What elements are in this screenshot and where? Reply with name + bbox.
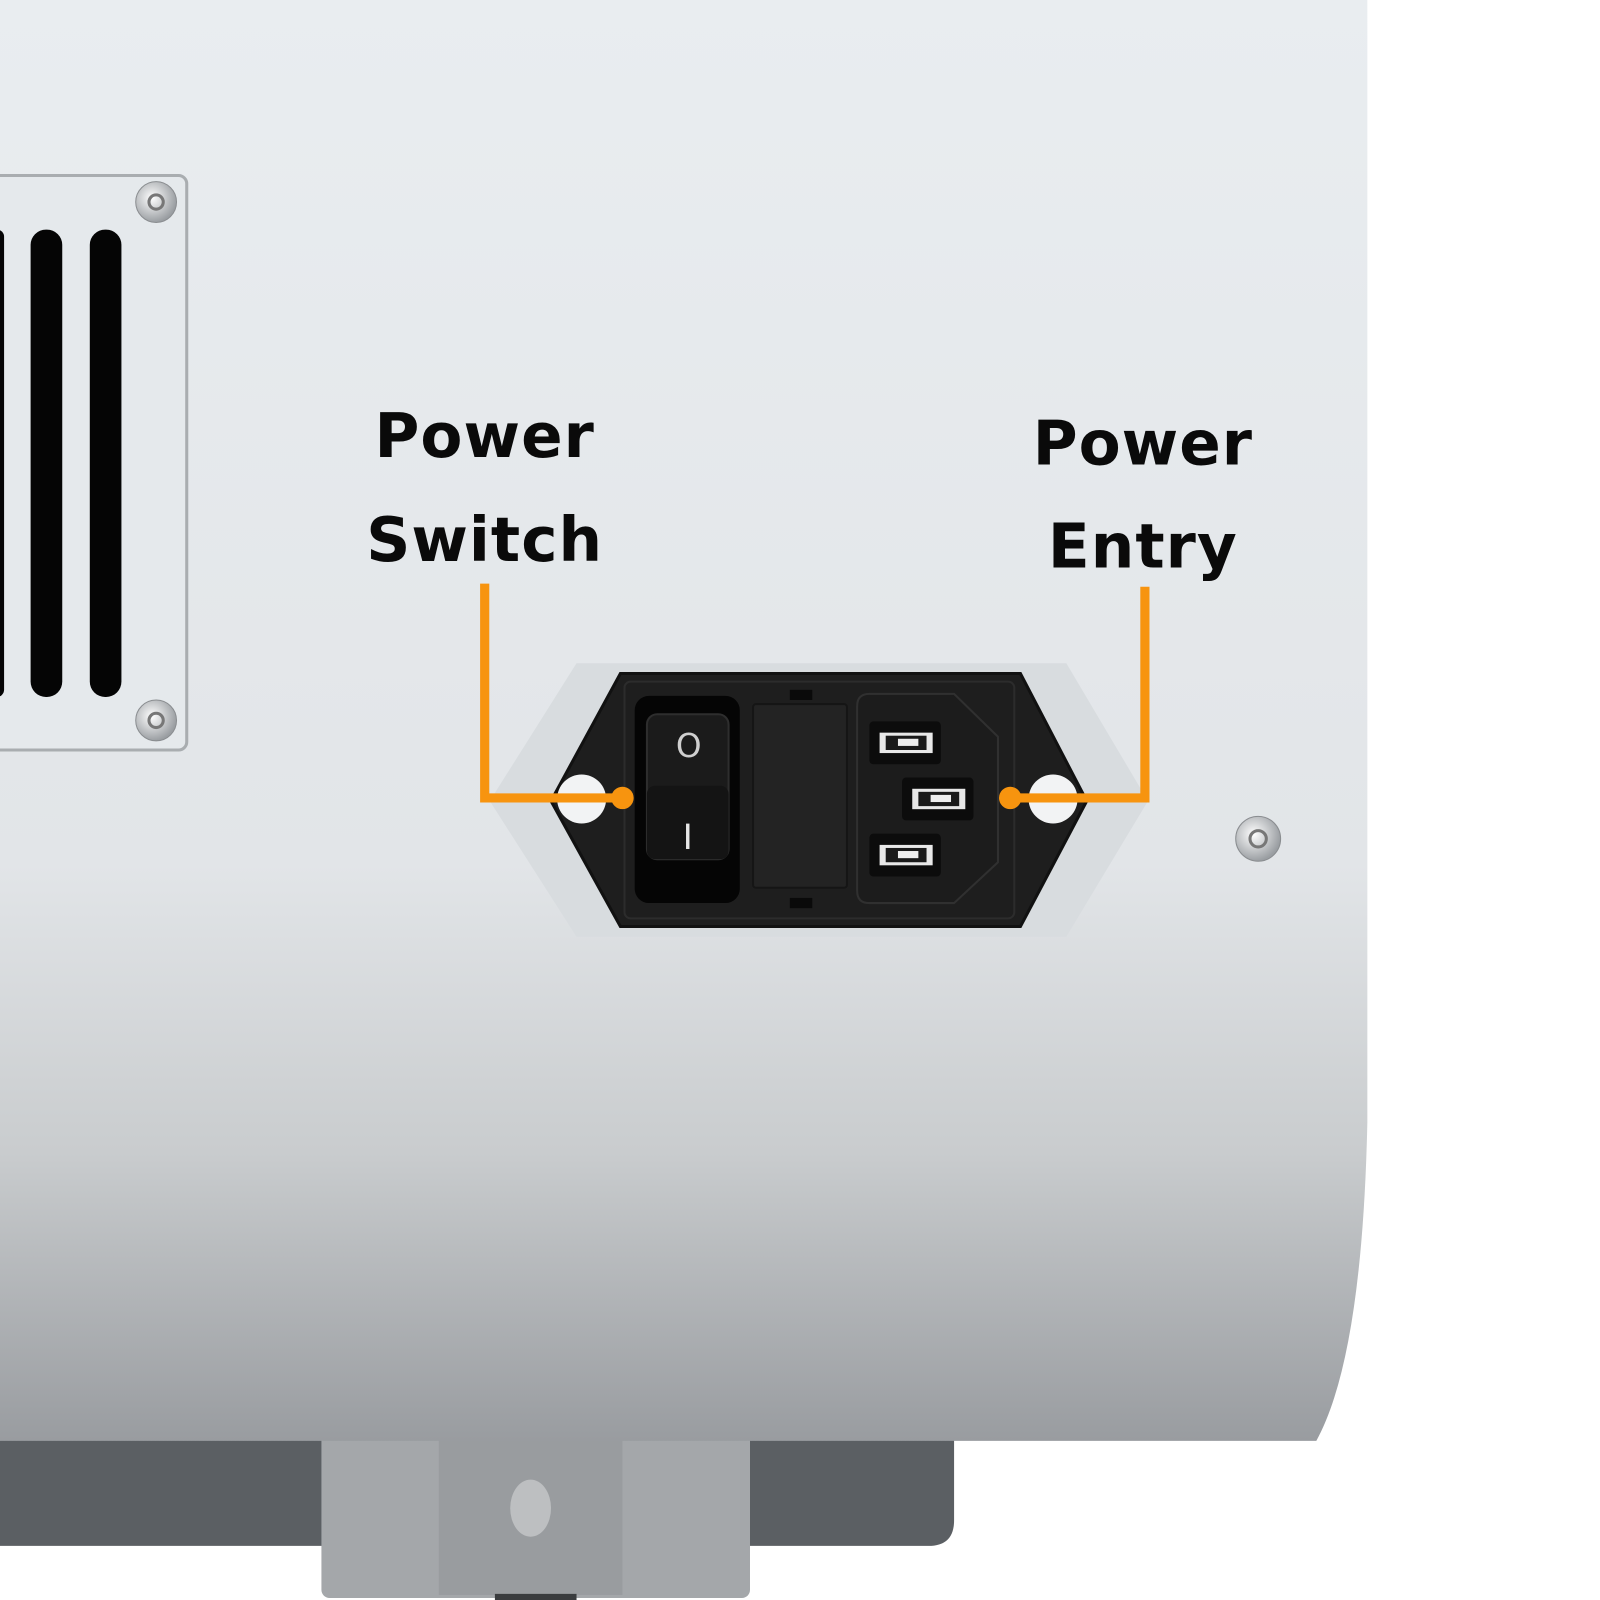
- label-power-switch-line2: Switch: [366, 505, 603, 576]
- switch-on-symbol: I: [683, 818, 693, 858]
- label-power-entry-line2: Entry: [1048, 511, 1238, 582]
- label-power-entry-line1: Power: [1033, 408, 1253, 479]
- inlet-pin: [869, 833, 941, 877]
- screw-icon: [135, 699, 178, 742]
- switch-off-symbol: O: [676, 727, 702, 765]
- screw-icon: [135, 181, 178, 223]
- power-entry-module: O I: [489, 663, 1148, 937]
- vent-plate: [0, 173, 189, 752]
- power-switch[interactable]: O I: [634, 695, 740, 904]
- callout-power-switch: Power Switch: [366, 401, 634, 810]
- inlet-pin: [869, 721, 941, 765]
- fuse-drawer[interactable]: [752, 689, 848, 909]
- screw-icon: [1235, 815, 1282, 862]
- callout-power-entry: Power Entry: [998, 408, 1253, 810]
- mount-bracket: [321, 1426, 750, 1600]
- label-power-switch-line1: Power: [375, 401, 595, 472]
- vent-slot: [89, 229, 122, 697]
- iec-inlet-socket[interactable]: [856, 692, 999, 905]
- vent-slot: [30, 229, 63, 697]
- vent-slot: [0, 230, 5, 697]
- bracket-screw-icon: [510, 1479, 552, 1537]
- inlet-pin: [902, 777, 974, 821]
